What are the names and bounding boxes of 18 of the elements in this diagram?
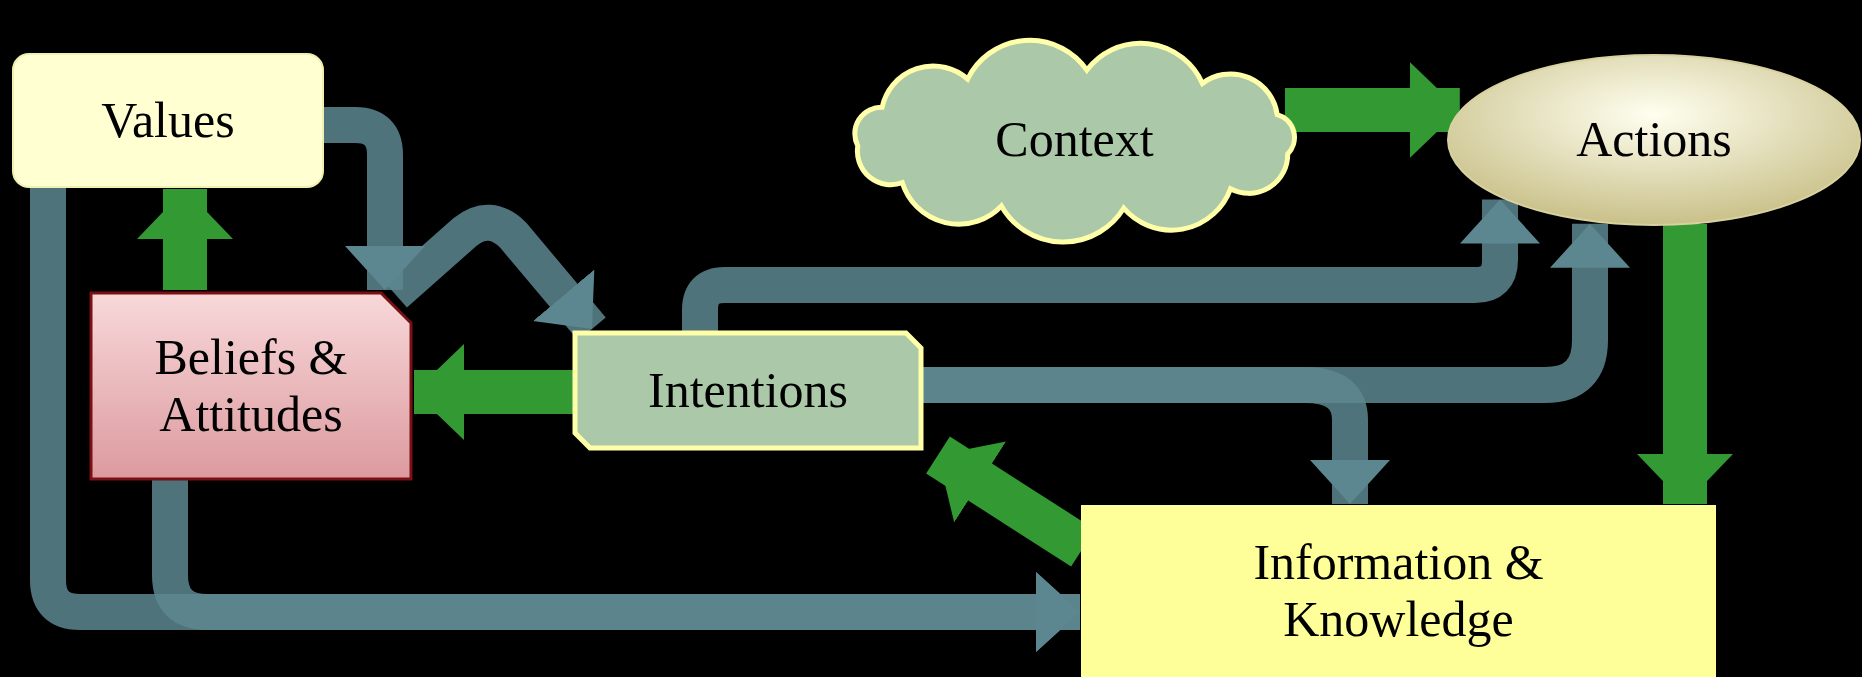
rounded-box bbox=[12, 53, 324, 188]
arrow bbox=[414, 344, 574, 440]
ellipse-shape bbox=[1446, 53, 1862, 227]
arrow bbox=[682, 199, 1540, 332]
node-label: Intentions bbox=[647, 361, 849, 420]
arrow bbox=[922, 367, 1390, 504]
arrow bbox=[152, 479, 1080, 652]
node-label: Values bbox=[101, 91, 235, 150]
arrow bbox=[1637, 224, 1733, 504]
node-label: Context bbox=[995, 111, 1154, 169]
arrow bbox=[137, 189, 233, 290]
note-box bbox=[89, 291, 413, 481]
rect-box bbox=[1081, 505, 1716, 677]
arrow bbox=[1285, 62, 1460, 158]
process-box bbox=[572, 330, 924, 451]
node-label: Beliefs & Attitudes bbox=[153, 328, 349, 444]
node-label: Information & Knowledge bbox=[1252, 533, 1545, 649]
node-label: Actions bbox=[1576, 111, 1732, 169]
